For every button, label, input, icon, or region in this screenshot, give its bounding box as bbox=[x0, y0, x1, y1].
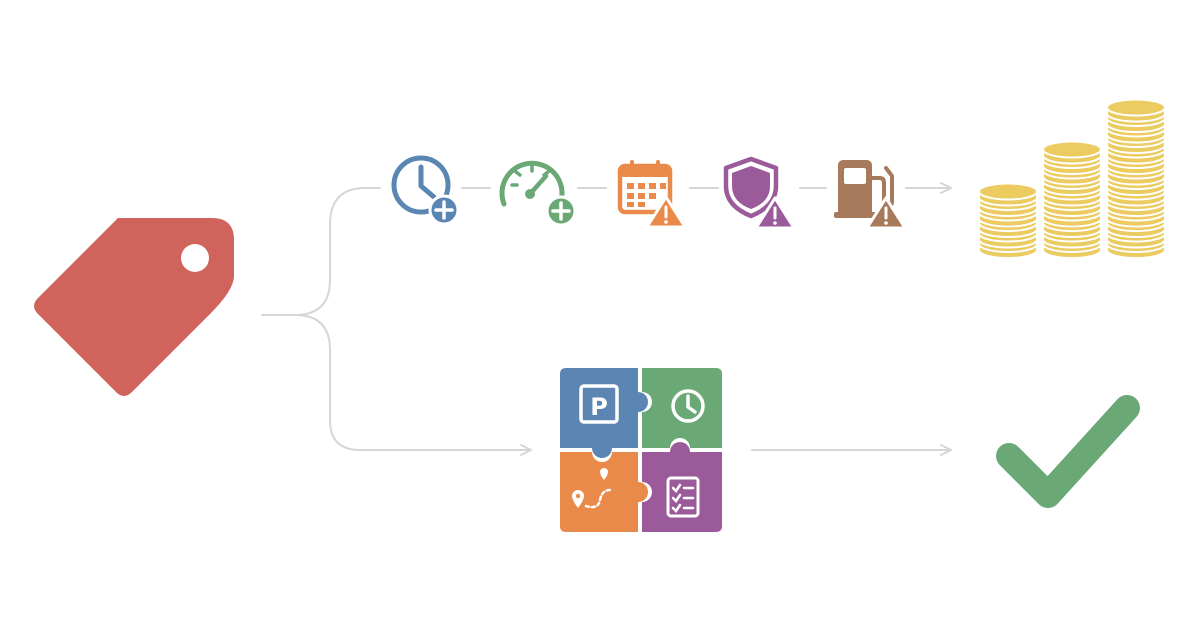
plus-badge-icon bbox=[428, 194, 460, 226]
coin-stacks-icon bbox=[978, 98, 1166, 259]
route-pin-icon bbox=[572, 468, 612, 509]
parking-icon: P bbox=[579, 384, 619, 424]
checkmark-icon bbox=[996, 395, 1140, 508]
puzzle-piece-clock bbox=[642, 368, 722, 448]
connector-lines bbox=[261, 182, 952, 456]
checklist-icon bbox=[666, 476, 700, 518]
parking-label: P bbox=[590, 393, 608, 421]
fuel-pump-icon bbox=[834, 160, 907, 230]
warning-badge-icon bbox=[754, 196, 796, 230]
warning-badge-icon bbox=[865, 196, 907, 230]
speedometer-icon bbox=[499, 160, 577, 227]
coin-top bbox=[1042, 140, 1102, 159]
coin-top bbox=[978, 182, 1038, 201]
puzzle-piece-checklist bbox=[642, 442, 722, 532]
coin-top bbox=[1106, 98, 1166, 117]
split-connector-bottom bbox=[294, 314, 532, 456]
price-tag-icon bbox=[34, 218, 234, 396]
tag-body bbox=[34, 218, 234, 396]
clock-icon bbox=[391, 155, 460, 226]
split-connector-top bbox=[261, 187, 381, 316]
warning-badge-icon bbox=[645, 195, 687, 229]
puzzle-icon: P bbox=[560, 368, 722, 532]
plus-badge-icon bbox=[545, 195, 577, 227]
calendar-icon bbox=[617, 160, 687, 229]
shield-icon bbox=[723, 156, 796, 230]
clock-icon bbox=[671, 389, 705, 423]
top-path bbox=[391, 155, 907, 230]
tag-hole bbox=[181, 244, 209, 272]
